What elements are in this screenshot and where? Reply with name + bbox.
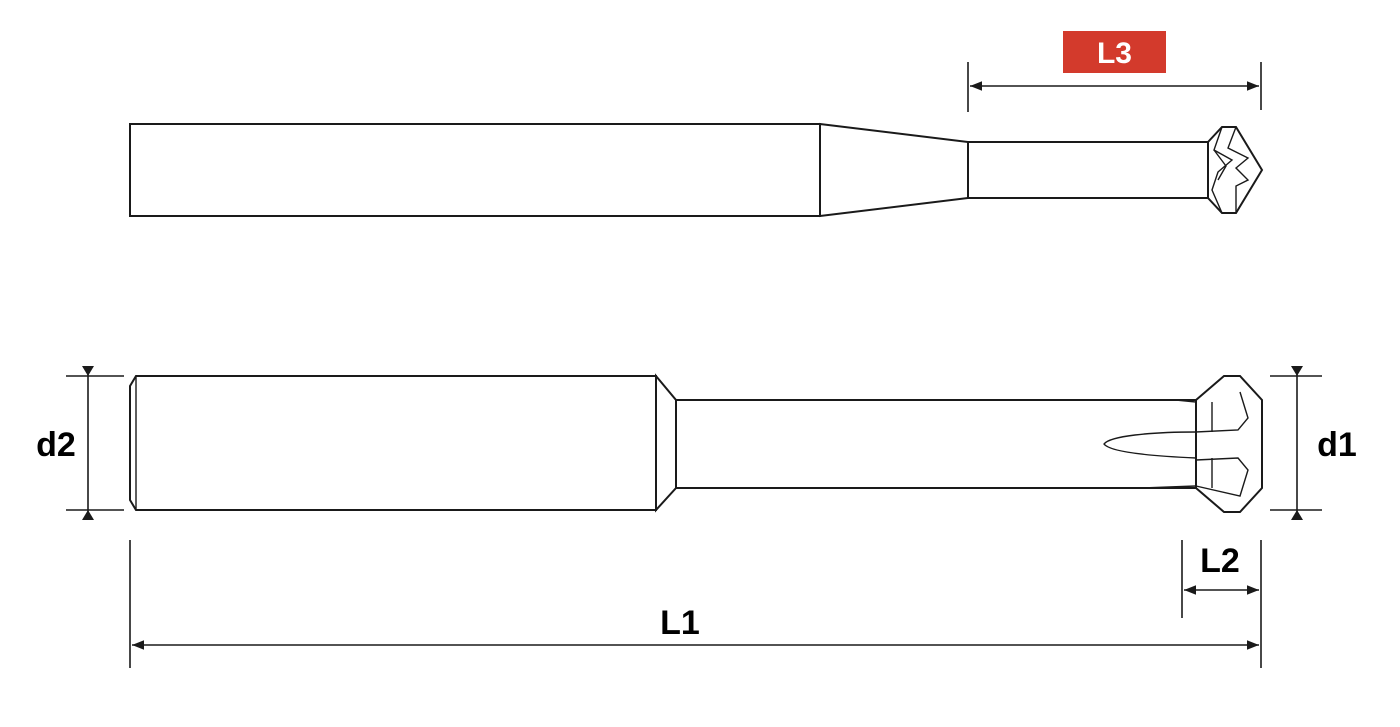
top-flute-line-2 [1227, 126, 1250, 213]
l3-label: L3 [1097, 37, 1132, 70]
top-view-tool [129, 122, 1264, 218]
side-shank [129, 375, 657, 511]
side-flute-sweep [1103, 431, 1197, 459]
side-flute-upper [1175, 391, 1249, 433]
dimension-l1: L1 [129, 540, 1259, 668]
dimension-l2: L2 [1181, 540, 1262, 668]
top-flute-line-3 [1213, 149, 1227, 181]
top-neck [967, 141, 1209, 199]
dimension-l3: L3 [967, 31, 1262, 112]
dimension-d2: d2 [36, 366, 124, 520]
side-flute-lower [1195, 457, 1249, 497]
top-taper [819, 122, 969, 218]
side-cutting-head [1195, 375, 1263, 513]
top-shank [129, 123, 821, 217]
top-cutting-head [1207, 126, 1264, 214]
l1-label: L1 [660, 604, 700, 642]
top-flute-line [1211, 126, 1234, 214]
d1-arrow-bottom [1291, 510, 1303, 520]
d2-arrow-bottom [82, 510, 94, 520]
side-step [655, 373, 677, 513]
dimension-d1: d1 [1270, 366, 1357, 520]
d2-arrow-top [82, 366, 94, 376]
d2-label: d2 [36, 426, 76, 464]
d1-arrow-top [1291, 366, 1303, 376]
l2-label: L2 [1200, 542, 1240, 580]
side-flute-tail [1139, 485, 1197, 489]
side-view-tool [129, 373, 1263, 513]
l3-badge [1063, 31, 1166, 73]
d1-label: d1 [1317, 426, 1357, 464]
side-neck [675, 399, 1197, 489]
